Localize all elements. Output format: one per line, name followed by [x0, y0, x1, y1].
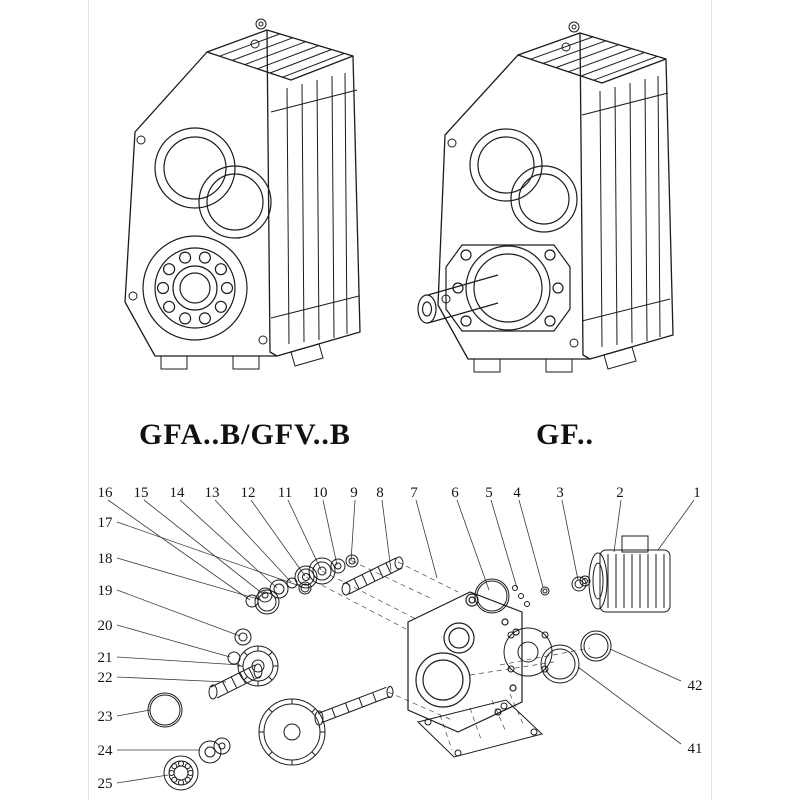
- input-bores: [154, 127, 272, 239]
- mounting-plate: [417, 699, 543, 758]
- part-number-label: 22: [98, 670, 113, 686]
- gearbox-housing-exploded: [407, 591, 523, 733]
- side-ribs: [270, 72, 360, 345]
- part-number-label: 21: [98, 650, 113, 666]
- part-number-label: 24: [98, 743, 114, 759]
- part-number-label: 2: [616, 485, 624, 501]
- part-number-label: 14: [170, 485, 186, 501]
- model-caption-gfab: GFA..B/GFV..B: [139, 418, 351, 451]
- gearbox-shaft-output-drawing: [417, 21, 674, 373]
- input-bores: [469, 128, 578, 233]
- housing-details: [128, 18, 324, 370]
- exploded-parts-diagram: 16 15 14 13 12 11 10 9 8 7 6 5 4 3 2 1 1…: [98, 485, 703, 792]
- cooling-fins: [219, 33, 345, 78]
- part-number-label: 9: [350, 485, 358, 501]
- part-number-label: 6: [451, 485, 459, 501]
- part-number-label: 7: [410, 485, 418, 501]
- gearbox-housing-outline: [437, 32, 674, 360]
- gearbox-housing-outline: [124, 29, 361, 357]
- part-number-label: 13: [205, 485, 220, 501]
- part-number-label: 18: [98, 551, 113, 567]
- part-number-label: 23: [98, 709, 113, 725]
- part-number-label: 4: [513, 485, 521, 501]
- leader-lines: [107, 499, 695, 784]
- part-number-label: 42: [688, 678, 703, 694]
- part-number-label: 17: [98, 515, 114, 531]
- part-number-label: 15: [134, 485, 149, 501]
- part-number-label: 11: [278, 485, 292, 501]
- exploded-parts: [147, 535, 671, 791]
- part-number-labels: 16 15 14 13 12 11 10 9 8 7 6 5 4 3 2 1 1…: [98, 485, 703, 792]
- part-number-label: 5: [485, 485, 493, 501]
- assembly-axis-lines: [305, 560, 591, 751]
- part-number-label: 25: [98, 776, 113, 792]
- part-number-label: 8: [376, 485, 384, 501]
- model-caption-gf: GF..: [536, 418, 594, 451]
- gearbox-flange-mounted-drawing: [124, 18, 361, 370]
- housing-details: [441, 21, 637, 373]
- part-number-label: 10: [313, 485, 328, 501]
- side-ribs: [581, 75, 671, 348]
- part-number-label: 19: [98, 583, 113, 599]
- part-number-label: 1: [693, 485, 701, 501]
- part-number-label: 3: [556, 485, 564, 501]
- motor-and-adapter-parts: [474, 535, 671, 684]
- intermediate-shaft-parts: [208, 581, 312, 700]
- page-edge-left: [88, 0, 89, 800]
- part-number-label: 12: [241, 485, 256, 501]
- part-number-label: 20: [98, 618, 113, 634]
- page-edge-right: [711, 0, 712, 800]
- output-shaft-parts: [147, 686, 394, 791]
- input-shaft-parts: [245, 554, 404, 608]
- output-bearing: [142, 235, 248, 341]
- part-number-label: 41: [688, 741, 703, 757]
- output-flange-and-shaft: [417, 244, 571, 332]
- part-number-label: 16: [98, 485, 114, 501]
